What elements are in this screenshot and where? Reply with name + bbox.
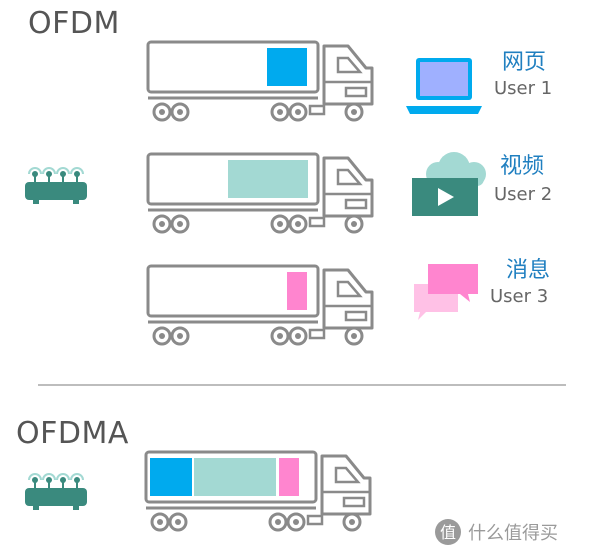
cloud-video-icon bbox=[412, 152, 486, 216]
watermark-text: 什么值得买 bbox=[468, 523, 558, 544]
router-icon bbox=[24, 167, 88, 205]
user1-label: User 1 bbox=[494, 78, 553, 99]
user3-label-cn: 消息 bbox=[506, 258, 551, 283]
user2-label-cn: 视频 bbox=[500, 154, 545, 179]
user3-label: User 3 bbox=[490, 286, 549, 307]
user1-label-cn: 网页 bbox=[502, 50, 547, 75]
chat-bubbles-icon bbox=[414, 264, 478, 320]
watermark: 值 什么值得买 bbox=[434, 518, 558, 546]
zhi-logo-icon: 值 bbox=[435, 519, 461, 545]
cargo-ofdma-user2 bbox=[194, 458, 276, 496]
section-divider bbox=[38, 384, 566, 386]
user2-label: User 2 bbox=[494, 184, 553, 205]
ofdm-title: OFDM bbox=[28, 6, 120, 41]
truck-user2 bbox=[146, 152, 374, 234]
cargo-user2 bbox=[228, 160, 308, 198]
cargo-user1 bbox=[267, 48, 307, 86]
cargo-ofdma-user1 bbox=[150, 458, 192, 496]
truck-user1 bbox=[146, 40, 374, 122]
cargo-user3 bbox=[287, 272, 307, 310]
truck-ofdma bbox=[144, 450, 372, 532]
ofdma-title: OFDMA bbox=[16, 416, 129, 451]
router-icon-ofdma bbox=[24, 473, 88, 511]
cargo-ofdma-user3 bbox=[279, 458, 299, 496]
svg-text:值: 值 bbox=[440, 523, 456, 542]
truck-user3 bbox=[146, 264, 374, 346]
laptop-icon bbox=[406, 58, 482, 114]
